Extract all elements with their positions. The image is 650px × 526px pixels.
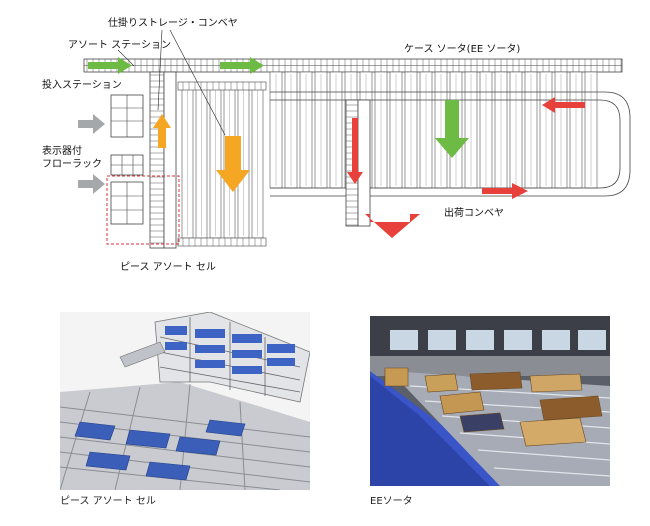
storage-conveyor-lanes — [177, 81, 267, 247]
top-induction-conveyor — [83, 58, 623, 73]
case-sorter-chutes — [269, 71, 598, 189]
sorter-loop-conveyor — [270, 91, 631, 197]
piece-sort-cell-label: ピース アソート セル — [120, 262, 216, 273]
input-station-label: 投入ステーション — [42, 80, 122, 91]
red-dots — [352, 129, 358, 162]
shipping-conveyor-label: 出荷コンベヤ — [444, 208, 504, 219]
case-sorter-label: ケース ソータ(EE ソータ) — [404, 44, 521, 55]
system-layout-diagram — [78, 29, 631, 249]
orange-flow-arrows — [153, 114, 250, 192]
left-photo-caption: ピース アソート セル — [60, 496, 156, 507]
label-leaders — [117, 29, 226, 136]
storage-conveyor-label: 仕掛りストレージ・コンベヤ — [108, 18, 238, 29]
right-photo-caption: EEソータ — [370, 496, 413, 507]
input-station-rack — [110, 94, 144, 138]
piece-sort-cell-outline — [106, 175, 180, 245]
sort-station-column — [149, 71, 177, 249]
storage-top-conveyor — [177, 81, 267, 91]
gray-input-arrows — [78, 114, 105, 194]
storage-bottom-conveyor — [177, 237, 267, 247]
sort-station-label: アソート ステーション — [68, 40, 171, 51]
display-flow-rack-label: 表示器付 フローラック — [42, 146, 102, 170]
green-flow-arrows — [88, 57, 469, 158]
display-flow-rack — [110, 154, 144, 225]
red-flow-arrows — [347, 97, 585, 238]
ee-sorter-photo — [370, 316, 610, 486]
red-dots-top — [560, 102, 582, 108]
piece-sort-cell-photo — [60, 312, 310, 490]
